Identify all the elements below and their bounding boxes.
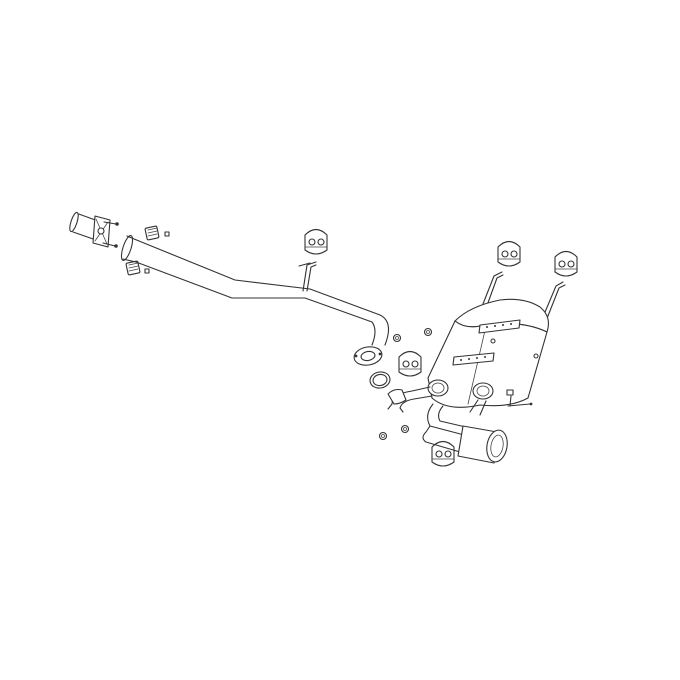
muffler-box [427, 298, 549, 408]
rubber-isolator-4 [398, 350, 422, 377]
y-pipe-inlet [387, 386, 487, 416]
flange-bolts [102, 221, 119, 248]
clamp-bolt [506, 389, 533, 407]
nut-1 [392, 333, 402, 343]
mid-pipe [120, 235, 390, 366]
spring-lower [125, 260, 150, 276]
hanger-rod-mid [298, 261, 317, 292]
hanger-rod-right [539, 281, 566, 327]
spring-upper [144, 225, 170, 241]
nut-3 [378, 431, 388, 441]
rubber-isolator-1 [304, 228, 328, 255]
rubber-isolator-5 [431, 440, 455, 467]
tailpipe-tip [457, 425, 508, 464]
downpipe-flange [92, 215, 111, 248]
rubber-isolator-3 [554, 250, 578, 277]
nut-4 [400, 424, 410, 434]
rubber-isolator-2 [497, 240, 521, 267]
nut-2 [423, 327, 433, 337]
hanger-rod-left [480, 271, 504, 312]
flange-gasket [369, 371, 391, 389]
